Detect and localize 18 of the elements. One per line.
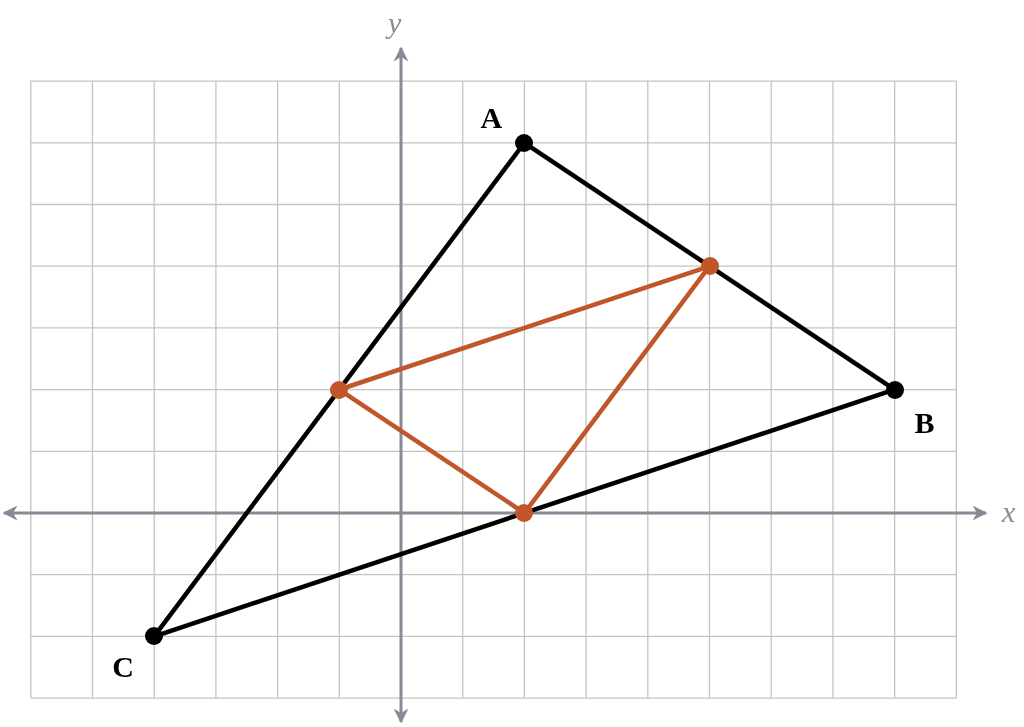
line-segment [529,145,705,264]
point-dot [515,504,534,522]
point-label: A [480,102,503,133]
axis-label: x [1002,497,1016,527]
point-dot [145,627,164,646]
point-label: C [112,652,134,683]
point-label: B [914,407,935,438]
point-dot [515,133,534,152]
line-segment [714,268,890,387]
point-dot [885,380,904,399]
line-segment [530,390,889,513]
line-segment [160,513,519,636]
point-dot [330,380,349,399]
line-segment [342,147,522,385]
line-segment [157,394,337,632]
line-segment [345,266,704,389]
line-segment [344,392,520,511]
line-segment [527,271,707,509]
